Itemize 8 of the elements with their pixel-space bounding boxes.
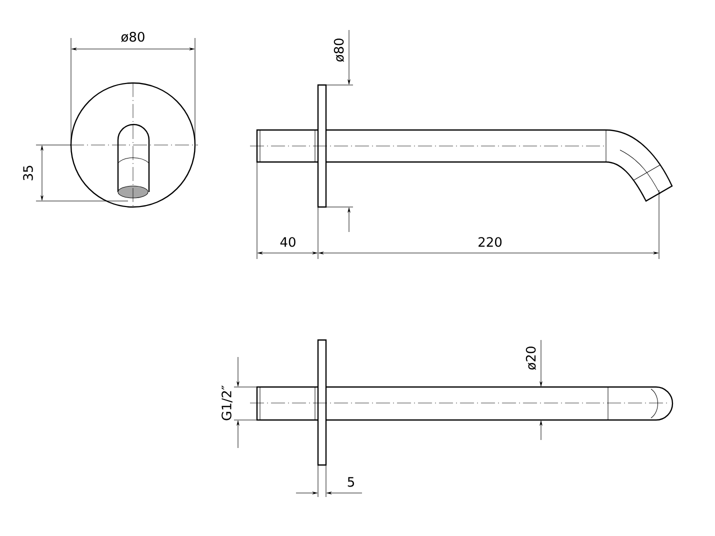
dimension-label: G1/2″ xyxy=(222,385,232,420)
dimension-label: 40 xyxy=(280,237,296,247)
dimension-label: 5 xyxy=(348,477,354,487)
dimension-label: 220 xyxy=(478,237,502,247)
dimension-label: ø20 xyxy=(526,346,536,370)
dimension-label: ø80 xyxy=(334,38,344,62)
dimension-label: ø80 xyxy=(121,32,144,42)
dimension-label: 35 xyxy=(23,166,33,180)
